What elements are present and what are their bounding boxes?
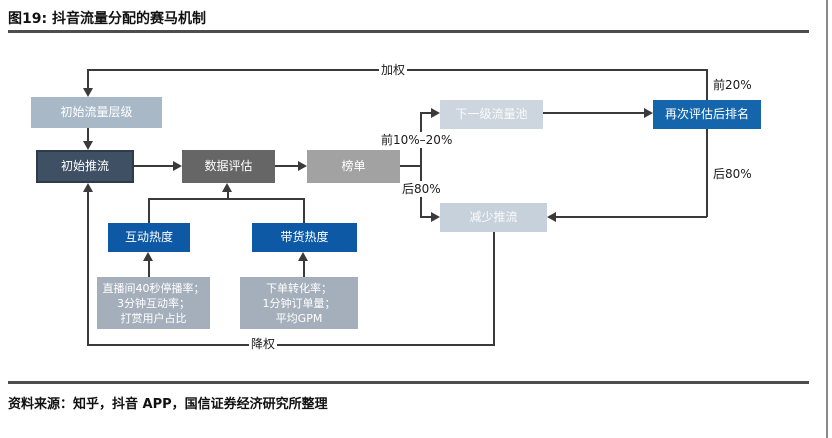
edge-reduce-down xyxy=(493,232,495,346)
edge-connector-to-interact-heat xyxy=(148,198,150,223)
edge-label-top10-20: 前10%–20% xyxy=(379,132,455,148)
arrowhead-into-interact-heat xyxy=(143,252,153,261)
figure-source: 资料来源：知乎，抖音 APP，国信证券经济研究所整理 xyxy=(8,397,328,412)
node-next-traffic-pool: 下一级流量池 xyxy=(440,100,543,129)
page-right-border xyxy=(826,0,828,438)
node-sales-metrics: 下单转化率； 1分钟订单量； 平均GPM xyxy=(240,277,358,329)
interaction-metric-line-2: 3分钟互动率； xyxy=(117,296,190,310)
arrowhead-into-data-eval xyxy=(173,161,182,171)
edge-tier-to-push xyxy=(87,128,89,141)
sales-metric-line-3: 平均GPM xyxy=(275,311,323,325)
edge-pool-to-reeval xyxy=(543,112,644,114)
edge-connector-to-sales-heat xyxy=(303,198,305,223)
node-re-evaluation-ranking: 再次评估后排名 xyxy=(653,100,761,129)
node-reduce-push: 减少推流 xyxy=(440,203,547,232)
edge-tee-to-pool xyxy=(420,112,431,114)
interaction-metric-line-3: 打赏用户占比 xyxy=(120,311,187,325)
edge-eval-to-ranking xyxy=(275,165,298,167)
node-initial-traffic-tier: 初始流量层级 xyxy=(31,97,162,128)
arrowhead-into-ranking xyxy=(298,161,307,171)
node-interaction-metrics: 直播间40秒停播率； 3分钟互动率； 打赏用户占比 xyxy=(97,277,210,329)
edge-reeval-to-reduce xyxy=(556,216,707,218)
arrowhead-into-reduce-left xyxy=(431,212,440,222)
node-data-evaluation: 数据评估 xyxy=(182,150,275,183)
edge-bottom80-drop xyxy=(706,129,708,217)
arrowhead-into-reeval xyxy=(644,108,653,118)
arrowhead-into-initial-push xyxy=(83,141,93,150)
edge-top20-riser xyxy=(706,69,708,100)
arrowhead-into-initial-push-bottom xyxy=(83,183,93,192)
arrowhead-into-data-eval-bottom xyxy=(222,183,232,192)
arrowhead-into-reduce-right xyxy=(547,212,556,222)
arrowhead-into-next-pool xyxy=(431,108,440,118)
edge-label-weight-up: 加权 xyxy=(379,62,408,78)
edge-weight-up-left-drop xyxy=(87,69,89,88)
edge-ranking-to-tee xyxy=(400,165,421,167)
edge-label-bottom80-right: 后80% xyxy=(711,166,754,182)
edge-weight-down-line xyxy=(87,344,495,346)
edge-interact-metrics-up xyxy=(148,261,150,277)
edge-heat-connector xyxy=(148,198,305,200)
edge-sales-metrics-up xyxy=(303,261,305,277)
sales-metric-line-1: 下单转化率； xyxy=(266,281,332,295)
node-sales-heat: 带货热度 xyxy=(252,223,357,252)
edge-label-weight-down: 降权 xyxy=(249,336,278,352)
title-rule xyxy=(8,30,809,33)
arrowhead-into-initial-tier xyxy=(83,88,93,97)
edge-label-top20: 前20% xyxy=(711,77,754,93)
node-initial-push: 初始推流 xyxy=(36,150,134,183)
sales-metric-line-2: 1分钟订单量； xyxy=(262,296,336,310)
edge-connector-to-eval xyxy=(227,192,229,200)
figure-title: 图19: 抖音流量分配的赛马机制 xyxy=(8,11,206,27)
arrowhead-into-sales-heat xyxy=(298,252,308,261)
edge-weight-down-riser xyxy=(87,192,89,346)
interaction-metric-line-1: 直播间40秒停播率； xyxy=(102,281,205,295)
edge-tee-vertical xyxy=(420,112,422,218)
footer-rule xyxy=(8,381,809,384)
node-ranking-list: 榜单 xyxy=(307,150,400,183)
edge-label-bottom80-left: 后80% xyxy=(400,181,443,197)
edge-tee-to-reduce xyxy=(420,216,431,218)
edge-push-to-eval xyxy=(134,165,173,167)
node-interaction-heat: 互动热度 xyxy=(108,223,190,252)
